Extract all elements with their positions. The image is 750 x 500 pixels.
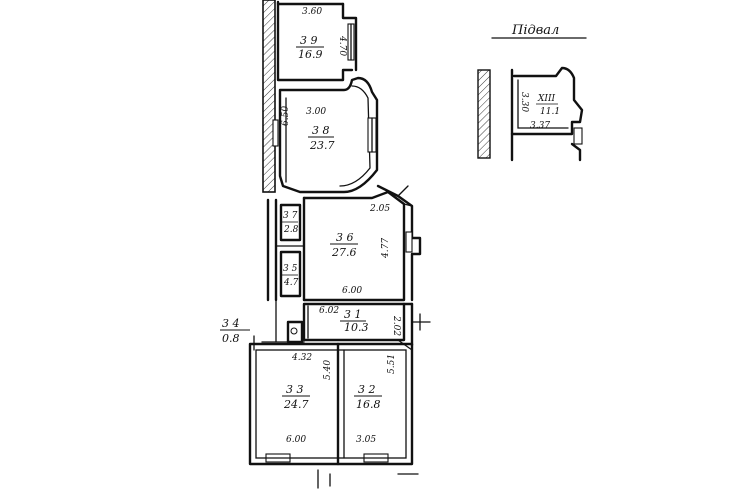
dim-3-1-width: 6.02 — [319, 306, 339, 316]
room-number-3-1: 3 1 — [344, 308, 362, 321]
room-area-3-2: 16.8 — [356, 398, 381, 411]
room-area-3-5: 4.7 — [283, 278, 299, 288]
basement-inset — [477, 37, 587, 162]
dim-top-width: 3.60 — [302, 7, 322, 17]
dim-3-6-height: 4.77 — [381, 238, 391, 259]
room-number-3-7: 3 7 — [283, 211, 298, 221]
room-3-1-walls — [302, 302, 431, 347]
dim-xiii-width: 3.37 — [530, 121, 550, 131]
room-number-3-5: 3 5 — [283, 264, 298, 274]
dim-3-3-top: 4.32 — [291, 353, 312, 363]
dim-3-1-height: 2.02 — [391, 315, 401, 336]
dim-3-6-diag: 2.05 — [369, 204, 390, 214]
room-number-3-8: 3 8 — [312, 124, 330, 137]
room-area-3-9: 16.9 — [298, 48, 323, 61]
room-3-4-walls — [261, 299, 305, 344]
rooms-3-3-3-2-walls — [248, 335, 414, 466]
foundation-marks — [317, 469, 419, 489]
dim-3-3-bottom: 6.00 — [286, 435, 306, 445]
rooms-3-7-3-5-walls — [275, 196, 306, 302]
dim-3-9-height: 4.70 — [337, 35, 347, 56]
dim-3-8-height: 6.50 — [281, 106, 291, 126]
room-number-3-4: 3 4 — [222, 317, 240, 330]
dim-3-3-height: 5.40 — [323, 360, 333, 380]
room-3-6-walls — [302, 184, 422, 302]
room-area-3-7: 2.8 — [283, 225, 299, 235]
room-number-3-9: 3 9 — [300, 34, 318, 47]
room-3-9-walls — [276, 0, 358, 82]
room-number-3-3: 3 3 — [286, 383, 304, 396]
dim-3-6-width: 6.00 — [342, 286, 362, 296]
room-number-3-2: 3 2 — [358, 383, 376, 396]
dim-3-2-bottom: 3.05 — [356, 435, 376, 445]
dim-xiii-height: 3.30 — [519, 92, 529, 112]
plan-title: Підвал — [511, 23, 559, 38]
room-area-3-6: 27.6 — [331, 246, 357, 259]
room-area-3-1: 10.3 — [344, 321, 369, 334]
room-area-3-8: 23.7 — [309, 139, 335, 152]
dim-3-8-width: 3.00 — [306, 107, 326, 117]
room-number-xiii: XIII — [537, 94, 556, 104]
dim-3-2-height: 5.51 — [387, 354, 397, 374]
room-area-3-3: 24.7 — [283, 398, 309, 411]
room-area-3-4: 0.8 — [222, 332, 240, 345]
room-number-3-6: 3 6 — [336, 231, 354, 244]
room-3-8-walls — [272, 76, 379, 194]
main-building — [248, 0, 431, 489]
room-area-xiii: 11.1 — [540, 107, 560, 117]
